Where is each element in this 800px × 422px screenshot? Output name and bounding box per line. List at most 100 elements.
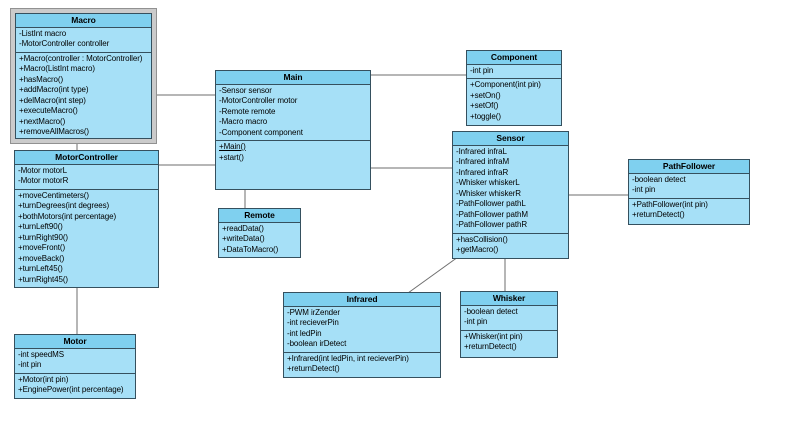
methods-compartment: +Whisker(int pin) +returnDetect() bbox=[461, 331, 557, 358]
attribute: -MotorController motor bbox=[219, 96, 298, 105]
attribute: -Infrared infraM bbox=[456, 157, 510, 166]
attribute: -Component component bbox=[219, 127, 303, 137]
method: +moveCentimeters() bbox=[18, 190, 89, 200]
method: +Macro(controller : MotorController) bbox=[19, 53, 143, 63]
attribute: -Whisker whiskerR bbox=[456, 188, 521, 198]
method: +turnRight45() bbox=[18, 274, 68, 284]
method: +readData() bbox=[222, 223, 264, 233]
method: +moveFront() bbox=[18, 243, 66, 252]
attribute: -int pin bbox=[18, 360, 42, 369]
class-title: Infrared bbox=[284, 293, 440, 307]
class-title: PathFollower bbox=[629, 160, 749, 174]
method: +getMacro() bbox=[456, 245, 499, 254]
method: +PathFollower(int pin) bbox=[632, 199, 708, 209]
method: +turnDegrees(int degrees) bbox=[18, 201, 110, 210]
attributes-compartment: -boolean detect -int pin bbox=[629, 174, 749, 199]
attribute: -int recieverPin bbox=[287, 318, 339, 327]
class-remote[interactable]: Remote +readData() +writeData() +DataToM… bbox=[218, 208, 301, 258]
class-sensor[interactable]: Sensor -Infrared infraL -Infrared infraM… bbox=[452, 131, 569, 259]
attribute: -Infrared infraR bbox=[456, 167, 509, 177]
attributes-compartment: -boolean detect -int pin bbox=[461, 306, 557, 331]
attribute: -PathFollower pathL bbox=[456, 199, 526, 208]
attribute: -int speedMS bbox=[18, 349, 64, 359]
method: +nextMacro() bbox=[19, 116, 66, 126]
method: +setOn() bbox=[470, 90, 501, 100]
attribute: -Whisker whiskerL bbox=[456, 178, 520, 187]
methods-compartment: +readData() +writeData() +DataToMacro() bbox=[219, 223, 300, 258]
class-whisker[interactable]: Whisker -boolean detect -int pin +Whiske… bbox=[460, 291, 558, 358]
method: +turnLeft45() bbox=[18, 264, 63, 273]
method: +Main() bbox=[219, 142, 246, 151]
methods-compartment: +Main() +start() bbox=[216, 141, 370, 189]
method: +hasCollision() bbox=[456, 234, 508, 244]
attribute: -Motor motorR bbox=[18, 176, 69, 185]
attribute: -boolean irDetect bbox=[287, 339, 347, 348]
class-macro[interactable]: Macro -ListInt macro -MotorController co… bbox=[15, 13, 152, 139]
selection-frame: Macro -ListInt macro -MotorController co… bbox=[10, 8, 157, 144]
method: +setOf() bbox=[470, 101, 499, 110]
class-motor[interactable]: Motor -int speedMS -int pin +Motor(int p… bbox=[14, 334, 136, 399]
class-component[interactable]: Component -int pin +Component(int pin) +… bbox=[466, 50, 562, 126]
methods-compartment: +Motor(int pin) +EnginePower(int percent… bbox=[15, 374, 135, 398]
attribute: -PathFollower pathM bbox=[456, 209, 528, 219]
method: +removeAllMacros() bbox=[19, 127, 89, 136]
methods-compartment: +Infrared(int ledPin, int recieverPin) +… bbox=[284, 353, 440, 377]
class-title: Sensor bbox=[453, 132, 568, 146]
method: +EnginePower(int percentage) bbox=[18, 385, 124, 394]
connector-sensor-infrared[interactable] bbox=[407, 256, 459, 294]
class-title: Component bbox=[467, 51, 561, 65]
method: +writeData() bbox=[222, 234, 265, 243]
attribute: -Macro macro bbox=[219, 117, 268, 126]
attribute: -Sensor sensor bbox=[219, 85, 272, 95]
method: +moveBack() bbox=[18, 253, 65, 263]
methods-compartment: +hasCollision() +getMacro() bbox=[453, 234, 568, 259]
method: +addMacro(int type) bbox=[19, 85, 89, 94]
method: +returnDetect() bbox=[464, 342, 517, 351]
class-main[interactable]: Main -Sensor sensor -MotorController mot… bbox=[215, 70, 371, 190]
attribute: -int pin bbox=[470, 65, 494, 75]
class-infrared[interactable]: Infrared -PWM irZender -int recieverPin … bbox=[283, 292, 441, 378]
method: +Component(int pin) bbox=[470, 80, 541, 89]
method: +returnDetect() bbox=[632, 210, 685, 219]
attributes-compartment: -PWM irZender -int recieverPin -int ledP… bbox=[284, 307, 440, 353]
methods-compartment: +PathFollower(int pin) +returnDetect() bbox=[629, 199, 749, 225]
method: +delMacro(int step) bbox=[19, 95, 86, 105]
methods-compartment: +Component(int pin) +setOn() +setOf() +t… bbox=[467, 79, 561, 125]
attribute: -int pin bbox=[464, 317, 488, 326]
attribute: -PathFollower pathR bbox=[456, 220, 528, 229]
attribute: -Motor motorL bbox=[18, 165, 67, 175]
method: +Macro(ListInt macro) bbox=[19, 64, 95, 73]
attribute: -PWM irZender bbox=[287, 307, 340, 317]
class-motorcontroller[interactable]: MotorController -Motor motorL -Motor mot… bbox=[14, 150, 159, 288]
class-pathfollower[interactable]: PathFollower -boolean detect -int pin +P… bbox=[628, 159, 750, 225]
attribute: -ListInt macro bbox=[19, 28, 67, 38]
attribute: -MotorController controller bbox=[19, 39, 110, 48]
attribute: -boolean detect bbox=[632, 174, 686, 184]
attributes-compartment: -int speedMS -int pin bbox=[15, 349, 135, 374]
attribute: -int pin bbox=[632, 185, 656, 194]
class-title: Whisker bbox=[461, 292, 557, 306]
methods-compartment: +Macro(controller : MotorController) +Ma… bbox=[16, 53, 151, 140]
methods-compartment: +moveCentimeters() +turnDegrees(int degr… bbox=[15, 190, 158, 288]
method: +Whisker(int pin) bbox=[464, 331, 523, 341]
method: +turnRight90() bbox=[18, 232, 68, 242]
method: +turnLeft90() bbox=[18, 222, 63, 231]
method: +start() bbox=[219, 152, 244, 162]
attributes-compartment: -int pin bbox=[467, 65, 561, 79]
method: +Motor(int pin) bbox=[18, 374, 69, 384]
attribute: -int ledPin bbox=[287, 328, 322, 338]
attributes-compartment: -Sensor sensor -MotorController motor -R… bbox=[216, 85, 370, 141]
attribute: -Remote remote bbox=[219, 106, 276, 116]
attribute: -Infrared infraL bbox=[456, 146, 507, 156]
attributes-compartment: -ListInt macro -MotorController controll… bbox=[16, 28, 151, 53]
class-title: Remote bbox=[219, 209, 300, 223]
method: +bothMotors(int percentage) bbox=[18, 211, 117, 221]
class-title: Macro bbox=[16, 14, 151, 28]
class-title: Motor bbox=[15, 335, 135, 349]
method: +DataToMacro() bbox=[222, 244, 279, 254]
class-title: MotorController bbox=[15, 151, 158, 165]
method: +returnDetect() bbox=[287, 364, 340, 373]
method: +executeMacro() bbox=[19, 106, 78, 115]
